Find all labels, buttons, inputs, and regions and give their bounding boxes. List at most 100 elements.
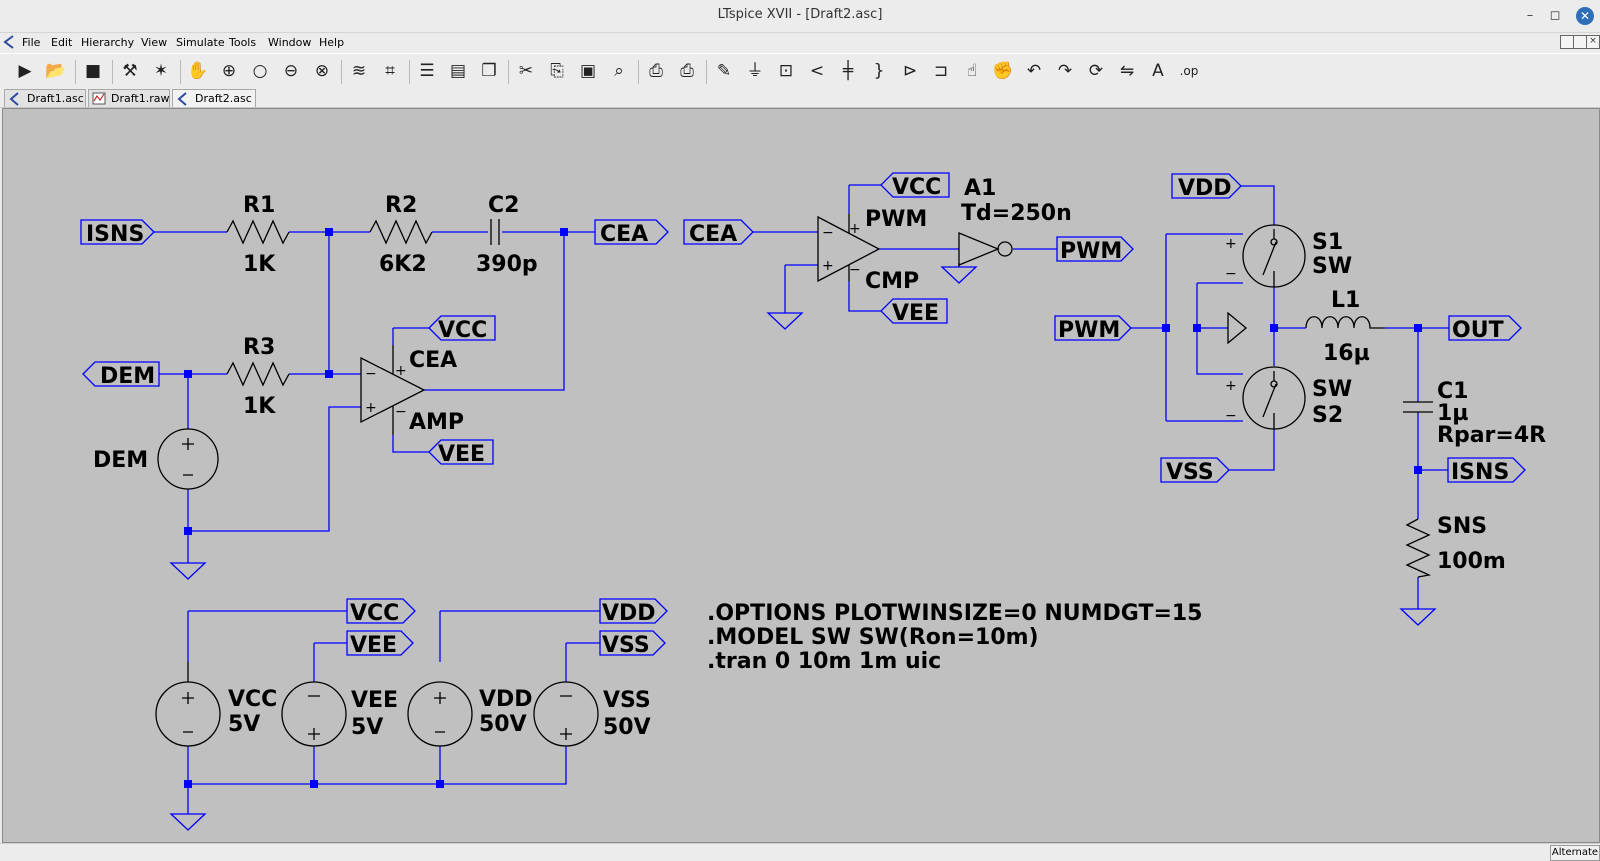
netlabel-vee-amp[interactable]: VEE — [428, 439, 494, 467]
control-panel-button[interactable]: ⚒ — [117, 58, 143, 84]
inverter-a1[interactable]: A1 Td=250n — [958, 176, 1072, 267]
menu-window[interactable]: Window — [268, 36, 312, 49]
resistor-r2[interactable]: R2 6K2 — [369, 193, 433, 277]
schematic-canvas[interactable]: .w { stroke:#0000ff; stroke-width:1.3; f… — [2, 108, 1600, 843]
close-button[interactable]: ✕ — [1576, 7, 1594, 25]
app-icon[interactable] — [3, 35, 15, 49]
mark-button[interactable]: ⌗ — [377, 58, 403, 84]
resistor-r3[interactable]: R3 1K — [226, 335, 290, 419]
netlabel-vdd-sw[interactable]: VDD — [1171, 173, 1242, 201]
mirror-button[interactable]: ⇋ — [1114, 58, 1140, 84]
switch-s1[interactable]: + − S1 SW — [1225, 224, 1352, 288]
netlabel-vss-src[interactable]: VSS — [599, 630, 666, 658]
netlabel-dem-in[interactable]: DEM — [82, 361, 160, 389]
open-button[interactable]: 📂 — [43, 58, 69, 84]
voltage-source-dem[interactable]: DEM — [93, 428, 219, 490]
capacitor-button[interactable]: ╪ — [835, 58, 861, 84]
minimize-button[interactable]: – — [1526, 8, 1534, 23]
capacitor-c2[interactable]: C2 390p — [476, 193, 538, 277]
netlabel-cea-out[interactable]: CEA — [594, 219, 669, 247]
netlabel-vcc-cmp[interactable]: VCC — [880, 172, 950, 200]
netlabel-vdd-src[interactable]: VDD — [599, 598, 668, 626]
undo-button[interactable]: ↶ — [1021, 58, 1047, 84]
netlabel-isns-in[interactable]: ISNS — [80, 219, 155, 247]
voltage-source-vss[interactable]: VSS 50V — [533, 681, 651, 747]
copy-button[interactable]: ⎘ — [544, 58, 570, 84]
svg-text:+: + — [395, 363, 407, 379]
svg-text:+: + — [849, 221, 861, 237]
schematic-drawing[interactable]: .w { stroke:#0000ff; stroke-width:1.3; f… — [3, 109, 1599, 842]
spice-directive-button[interactable]: .op — [1176, 58, 1202, 84]
paste-button[interactable]: ▣ — [575, 58, 601, 84]
diode-button[interactable]: ⊳ — [897, 58, 923, 84]
inductor-button[interactable]: } — [866, 58, 892, 84]
tile-vertical-button[interactable]: ▤ — [445, 58, 471, 84]
netlabel-pwm-in[interactable]: PWM — [1054, 315, 1132, 343]
print-icon: ⎙ — [680, 61, 694, 81]
tab-draft1-asc[interactable]: Draft1.asc — [4, 89, 86, 107]
print-button[interactable]: ⎙ — [674, 58, 700, 84]
zoom-cancel-button[interactable]: ⊗ — [309, 58, 335, 84]
resistor-button[interactable]: < — [804, 58, 830, 84]
tab-draft1-raw[interactable]: Draft1.raw — [88, 89, 170, 107]
voltage-source-vdd[interactable]: VDD 50V — [407, 681, 533, 747]
switch-s2[interactable]: + − SW S2 — [1225, 366, 1352, 430]
menu-simulate[interactable]: Simulate — [176, 36, 225, 49]
opamp-cea[interactable]: − + + − CEA AMP — [360, 345, 464, 435]
zoom-full-button[interactable]: ○ — [247, 58, 273, 84]
menu-help[interactable]: Help — [319, 36, 345, 49]
label-net-button[interactable]: ⊡ — [773, 58, 799, 84]
autorange-button[interactable]: ≋ — [346, 58, 372, 84]
save-button[interactable]: ■ — [80, 58, 106, 84]
toolbar-separator — [180, 60, 181, 84]
text-button[interactable]: A — [1145, 58, 1171, 84]
tab-label: Draft1.asc — [27, 92, 84, 105]
cascade-button[interactable]: ❐ — [476, 58, 502, 84]
component-button[interactable]: ⊐ — [928, 58, 954, 84]
mdi-maximize-button[interactable] — [1573, 35, 1587, 49]
print-preview-button[interactable]: ⎙ — [643, 58, 669, 84]
netlabel-vss-sw[interactable]: VSS — [1160, 457, 1230, 485]
menu-hierarchy[interactable]: Hierarchy — [81, 36, 135, 49]
find-button[interactable]: ⌕ — [606, 58, 632, 84]
directive-tran: .tran 0 10m 1m uic — [707, 649, 941, 674]
menu-tools[interactable]: Tools — [229, 36, 257, 49]
netlabel-vee-src[interactable]: VEE — [346, 630, 414, 658]
tab-draft2-asc[interactable]: Draft2.asc — [172, 89, 256, 107]
run-button[interactable]: ▶ — [12, 58, 38, 84]
drag-button[interactable]: ✊ — [990, 58, 1016, 84]
spice-directives[interactable]: .OPTIONS PLOTWINSIZE=0 NUMDGT=15 .MODEL … — [707, 601, 1203, 674]
netlabel-out[interactable]: OUT — [1448, 315, 1522, 343]
ground-button[interactable]: ⏚ — [742, 58, 768, 84]
move-button[interactable]: ☝ — [959, 58, 985, 84]
netlabel-vcc-src[interactable]: VCC — [346, 598, 416, 626]
pan-button[interactable]: ✋ — [185, 58, 211, 84]
draw-wire-button[interactable]: ✎ — [711, 58, 737, 84]
zoom-in-button[interactable]: ⊕ — [216, 58, 242, 84]
netlabel-pwm-out[interactable]: PWM — [1056, 236, 1134, 264]
comparator-pwm[interactable]: − + + − PWM CMP — [817, 207, 927, 294]
netlabel-cea-in[interactable]: CEA — [683, 219, 754, 247]
capacitor-c1[interactable]: C1 1µ Rpar=4R — [1403, 379, 1546, 448]
netlabel-isns-out[interactable]: ISNS — [1447, 457, 1526, 485]
cut-button[interactable]: ✂ — [513, 58, 539, 84]
rotate-button[interactable]: ⟳ — [1083, 58, 1109, 84]
voltage-source-vee[interactable]: VEE 5V — [281, 681, 398, 747]
voltage-source-vcc[interactable]: VCC 5V — [155, 662, 277, 747]
menu-view[interactable]: View — [141, 36, 168, 49]
resistor-sns[interactable]: SNS 100m — [1405, 514, 1506, 578]
mdi-close-button[interactable]: × — [1586, 35, 1600, 49]
netlabel-vcc-amp[interactable]: VCC — [428, 315, 496, 343]
inductor-l1[interactable]: L1 16µ — [1305, 288, 1385, 366]
netlabel-vee-cmp[interactable]: VEE — [880, 298, 948, 326]
menu-file[interactable]: File — [22, 36, 41, 49]
tile-horizontal-button[interactable]: ☰ — [414, 58, 440, 84]
netlabel-text: CEA — [600, 222, 648, 247]
mdi-restore-button[interactable] — [1560, 35, 1574, 49]
halt-button[interactable]: ✶ — [148, 58, 174, 84]
maximize-button[interactable]: ◻ — [1549, 8, 1561, 23]
menu-edit[interactable]: Edit — [51, 36, 73, 49]
zoom-out-button[interactable]: ⊖ — [278, 58, 304, 84]
resistor-r1[interactable]: R1 1K — [226, 193, 290, 277]
redo-button[interactable]: ↷ — [1052, 58, 1078, 84]
